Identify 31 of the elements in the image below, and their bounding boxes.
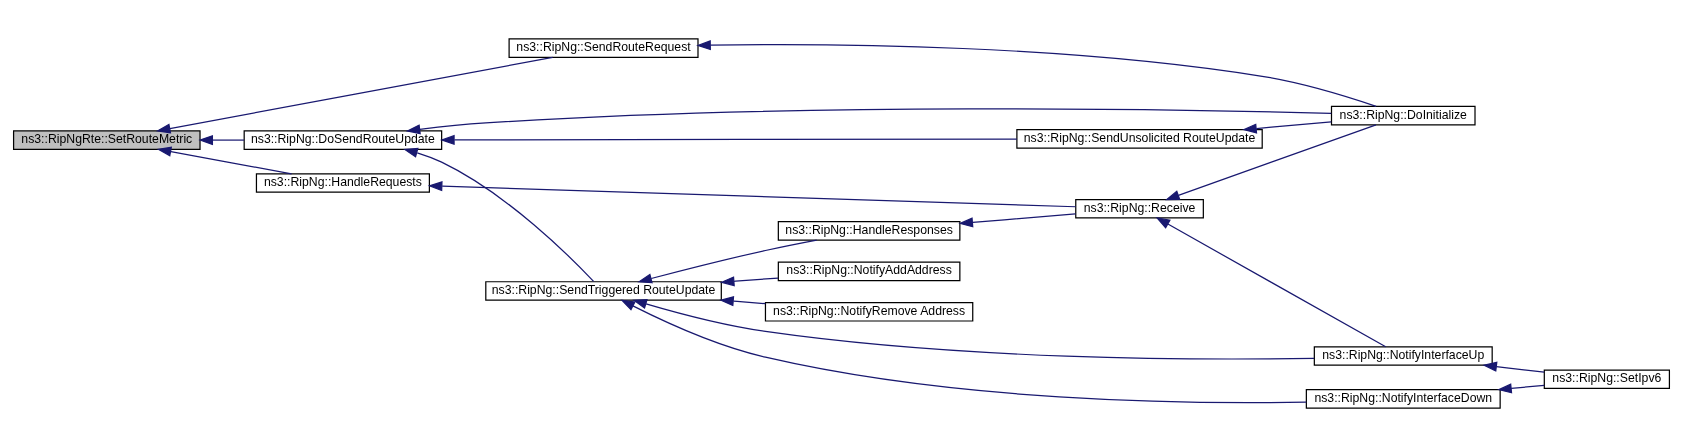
arrow [719,296,766,307]
node-box: ns3::RipNg::SendTriggered RouteUpdate [485,281,722,301]
node-box: ns3::RipNg::NotifyAddAddress [777,261,961,282]
node-box: ns3::RipNgRte::SetRouteMetric [12,130,201,150]
node-box: ns3::RipNg::NotifyInterfaceUp [1313,346,1493,366]
node-box: ns3::RipNg::Receive [1075,198,1204,219]
arrow [155,56,554,134]
arrow [958,213,1077,228]
arrow [1164,124,1377,201]
node-box: ns3::RipNg::SendUnsolicited RouteUpdate [1016,129,1263,149]
node-box: ns3::RipNg::SetIpv6 [1543,369,1671,390]
arrow [439,134,1018,146]
node-box: ns3::RipNg::NotifyInterfaceDown [1305,389,1501,409]
arrow [1242,121,1332,134]
node-box: ns3::RipNg::SendRouteRequest [508,38,699,58]
arrow [1482,361,1545,373]
node-box: ns3::RipNg::HandleRequests [255,173,430,193]
arrow [198,134,245,146]
arrow [403,147,595,283]
node-box: ns3::RipNg::HandleResponses [777,221,961,241]
node-box: ns3::RipNg::DoInitialize [1330,105,1476,126]
arrow [696,40,1377,107]
arrow [719,276,779,287]
arrow [1497,383,1545,394]
arrow [632,299,1315,360]
arrow [405,108,1332,135]
arrow [620,299,1307,404]
node-box: ns3::RipNg::DoSendRouteUpdate [243,130,443,150]
arrow [427,181,1077,208]
arrow [1155,217,1387,348]
node-box: ns3::RipNg::NotifyRemove Address [764,302,974,322]
